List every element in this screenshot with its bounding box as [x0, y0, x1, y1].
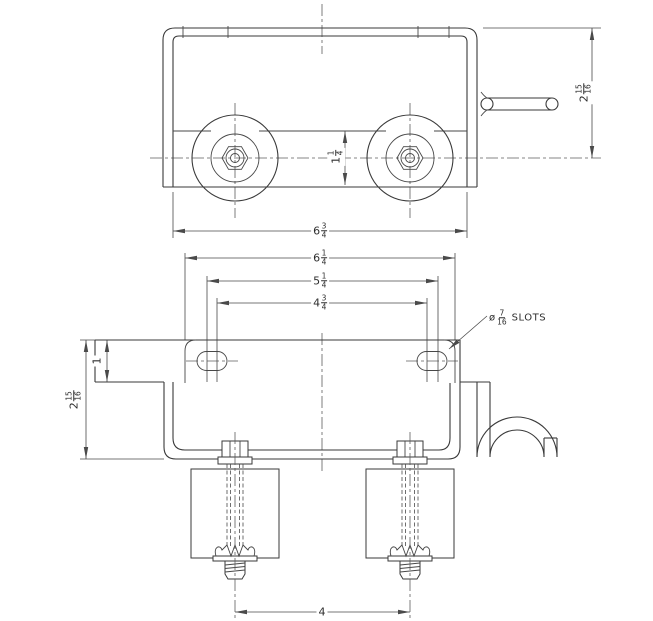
- dim-whole: 2: [67, 402, 81, 410]
- channel-body: [163, 340, 461, 460]
- hook-pin-side-view: [480, 91, 559, 117]
- dim-whole: 2: [577, 95, 591, 103]
- bolt-assembly-left: [190, 432, 280, 618]
- bottom-view: [94, 339, 558, 618]
- dim-whole: 5: [313, 274, 321, 288]
- dim-whole: 1: [90, 357, 104, 365]
- dim-whole: 4: [313, 296, 321, 310]
- slot-right: [416, 351, 448, 371]
- mounting-flange: [94, 339, 490, 383]
- bolt-assembly-right: [365, 432, 455, 618]
- dim-flange-height: 1: [90, 355, 104, 367]
- dim-whole: 6: [313, 224, 321, 238]
- j-hook: [476, 382, 558, 458]
- front-view-body-outline: [162, 26, 478, 188]
- slot-left: [196, 351, 228, 371]
- dim-bolt-spacing: 4: [316, 605, 328, 619]
- dim-whole: 1: [329, 156, 343, 164]
- wheel-right: [366, 114, 454, 202]
- wheel-left: [191, 114, 279, 202]
- dim-whole: 4: [318, 605, 326, 619]
- diameter-symbol: ø: [489, 312, 496, 323]
- dim-whole: 6: [313, 251, 321, 265]
- center-lines: [150, 4, 601, 472]
- front-view: [162, 26, 559, 202]
- callout-label: SLOTS: [511, 312, 547, 323]
